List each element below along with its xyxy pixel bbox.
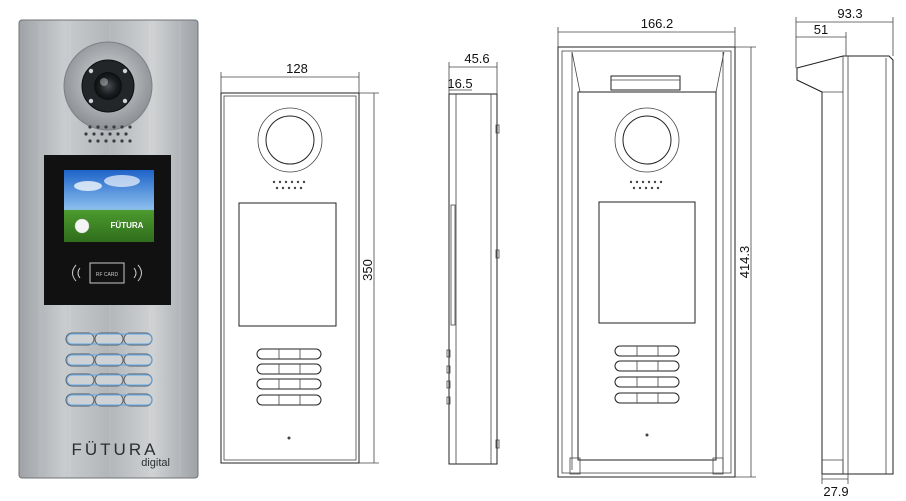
rf-wave-left-icon bbox=[72, 264, 81, 282]
housing-outline bbox=[557, 46, 736, 478]
housing-side-drawing: 93.3 51 27.9 bbox=[795, 6, 894, 499]
housing-panel bbox=[577, 91, 717, 461]
camera-module bbox=[63, 41, 153, 131]
rf-card-label: RF CARD bbox=[96, 272, 119, 278]
dim-hood-depth: 51 bbox=[814, 22, 828, 37]
product-photo: FÜTURA RF CARD FÜTURA digital bbox=[18, 19, 199, 479]
dim-housing-depth: 93.3 bbox=[837, 6, 862, 21]
brand-subtitle: digital bbox=[141, 457, 170, 469]
dim-front-height: 350 bbox=[360, 259, 375, 281]
speaker-grille bbox=[84, 125, 132, 143]
housing-front-drawing: 166.2 414.3 bbox=[557, 16, 756, 478]
dim-side-inner: 16.5 bbox=[447, 76, 472, 91]
side-outline bbox=[448, 93, 498, 465]
housing-screen-window bbox=[598, 201, 696, 324]
housing-side-outline bbox=[796, 55, 894, 475]
dim-housing-width: 166.2 bbox=[641, 16, 674, 31]
screen-brand: FÜTURA bbox=[111, 221, 144, 230]
dim-housing-height: 414.3 bbox=[737, 246, 752, 279]
rf-card-reader bbox=[89, 262, 125, 284]
brand-logo: FÜTURA bbox=[72, 440, 159, 459]
dim-front-width: 128 bbox=[286, 61, 308, 76]
dim-side-depth: 45.6 bbox=[464, 51, 489, 66]
front-camera-ring bbox=[257, 107, 323, 173]
front-outline bbox=[220, 92, 360, 464]
keypad bbox=[65, 332, 153, 407]
golf-ball bbox=[74, 218, 90, 234]
side-view-drawing: 45.6 16.5 bbox=[446, 51, 500, 465]
housing-top-slot bbox=[610, 75, 681, 91]
front-view-drawing: 128 350 bbox=[220, 61, 379, 464]
rf-wave-right-icon bbox=[133, 264, 142, 282]
dim-base-depth: 27.9 bbox=[823, 484, 848, 499]
front-screen-window bbox=[238, 202, 337, 327]
